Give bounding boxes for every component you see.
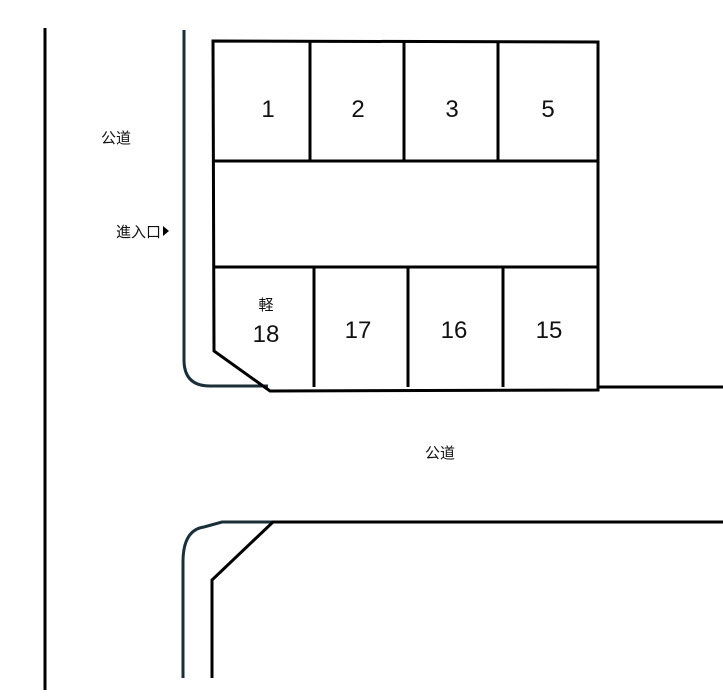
parking-lot-outline [211, 39, 600, 393]
space-3-label: 3 [445, 96, 458, 123]
kei-car-marker: 軽 [258, 297, 273, 314]
space-17-label: 17 [345, 317, 372, 344]
space-18-label: 18 [253, 321, 280, 348]
lower-block-edge [210, 520, 723, 678]
left-road-curb [182, 30, 268, 388]
road-bottom-label: 公道 [425, 445, 455, 462]
lower-block-curb [181, 520, 273, 678]
space-2-label: 2 [351, 96, 364, 123]
space-15-label: 15 [536, 317, 563, 344]
entrance-label: 進入口 [116, 224, 161, 241]
space-16-label: 16 [441, 317, 468, 344]
road-left-label: 公道 [101, 130, 131, 147]
space-5-label: 5 [541, 96, 554, 123]
triangle-right-icon [163, 226, 169, 236]
space-1-label: 1 [261, 96, 274, 123]
